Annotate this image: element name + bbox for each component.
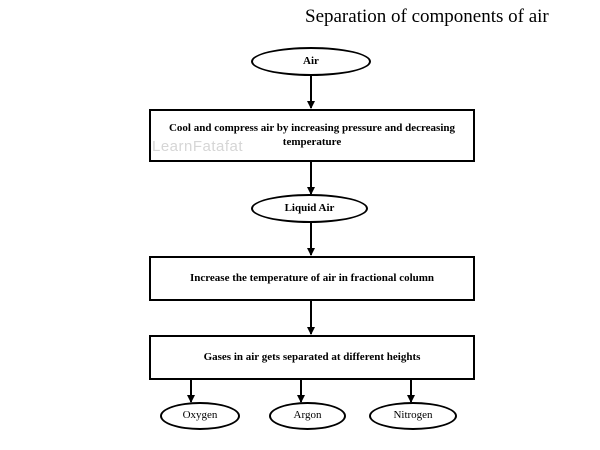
page-title: Separation of components of air — [305, 6, 549, 27]
node-increase-temp: Increase the temperature of air in fract… — [149, 256, 475, 301]
node-nitrogen: Nitrogen — [369, 402, 457, 430]
node-liquid-air: Liquid Air — [251, 194, 368, 223]
node-argon: Argon — [269, 402, 346, 430]
node-air: Air — [251, 47, 371, 76]
node-oxygen: Oxygen — [160, 402, 240, 430]
node-cool-compress: Cool and compress air by increasing pres… — [149, 109, 475, 162]
node-gases-separated: Gases in air gets separated at different… — [149, 335, 475, 380]
